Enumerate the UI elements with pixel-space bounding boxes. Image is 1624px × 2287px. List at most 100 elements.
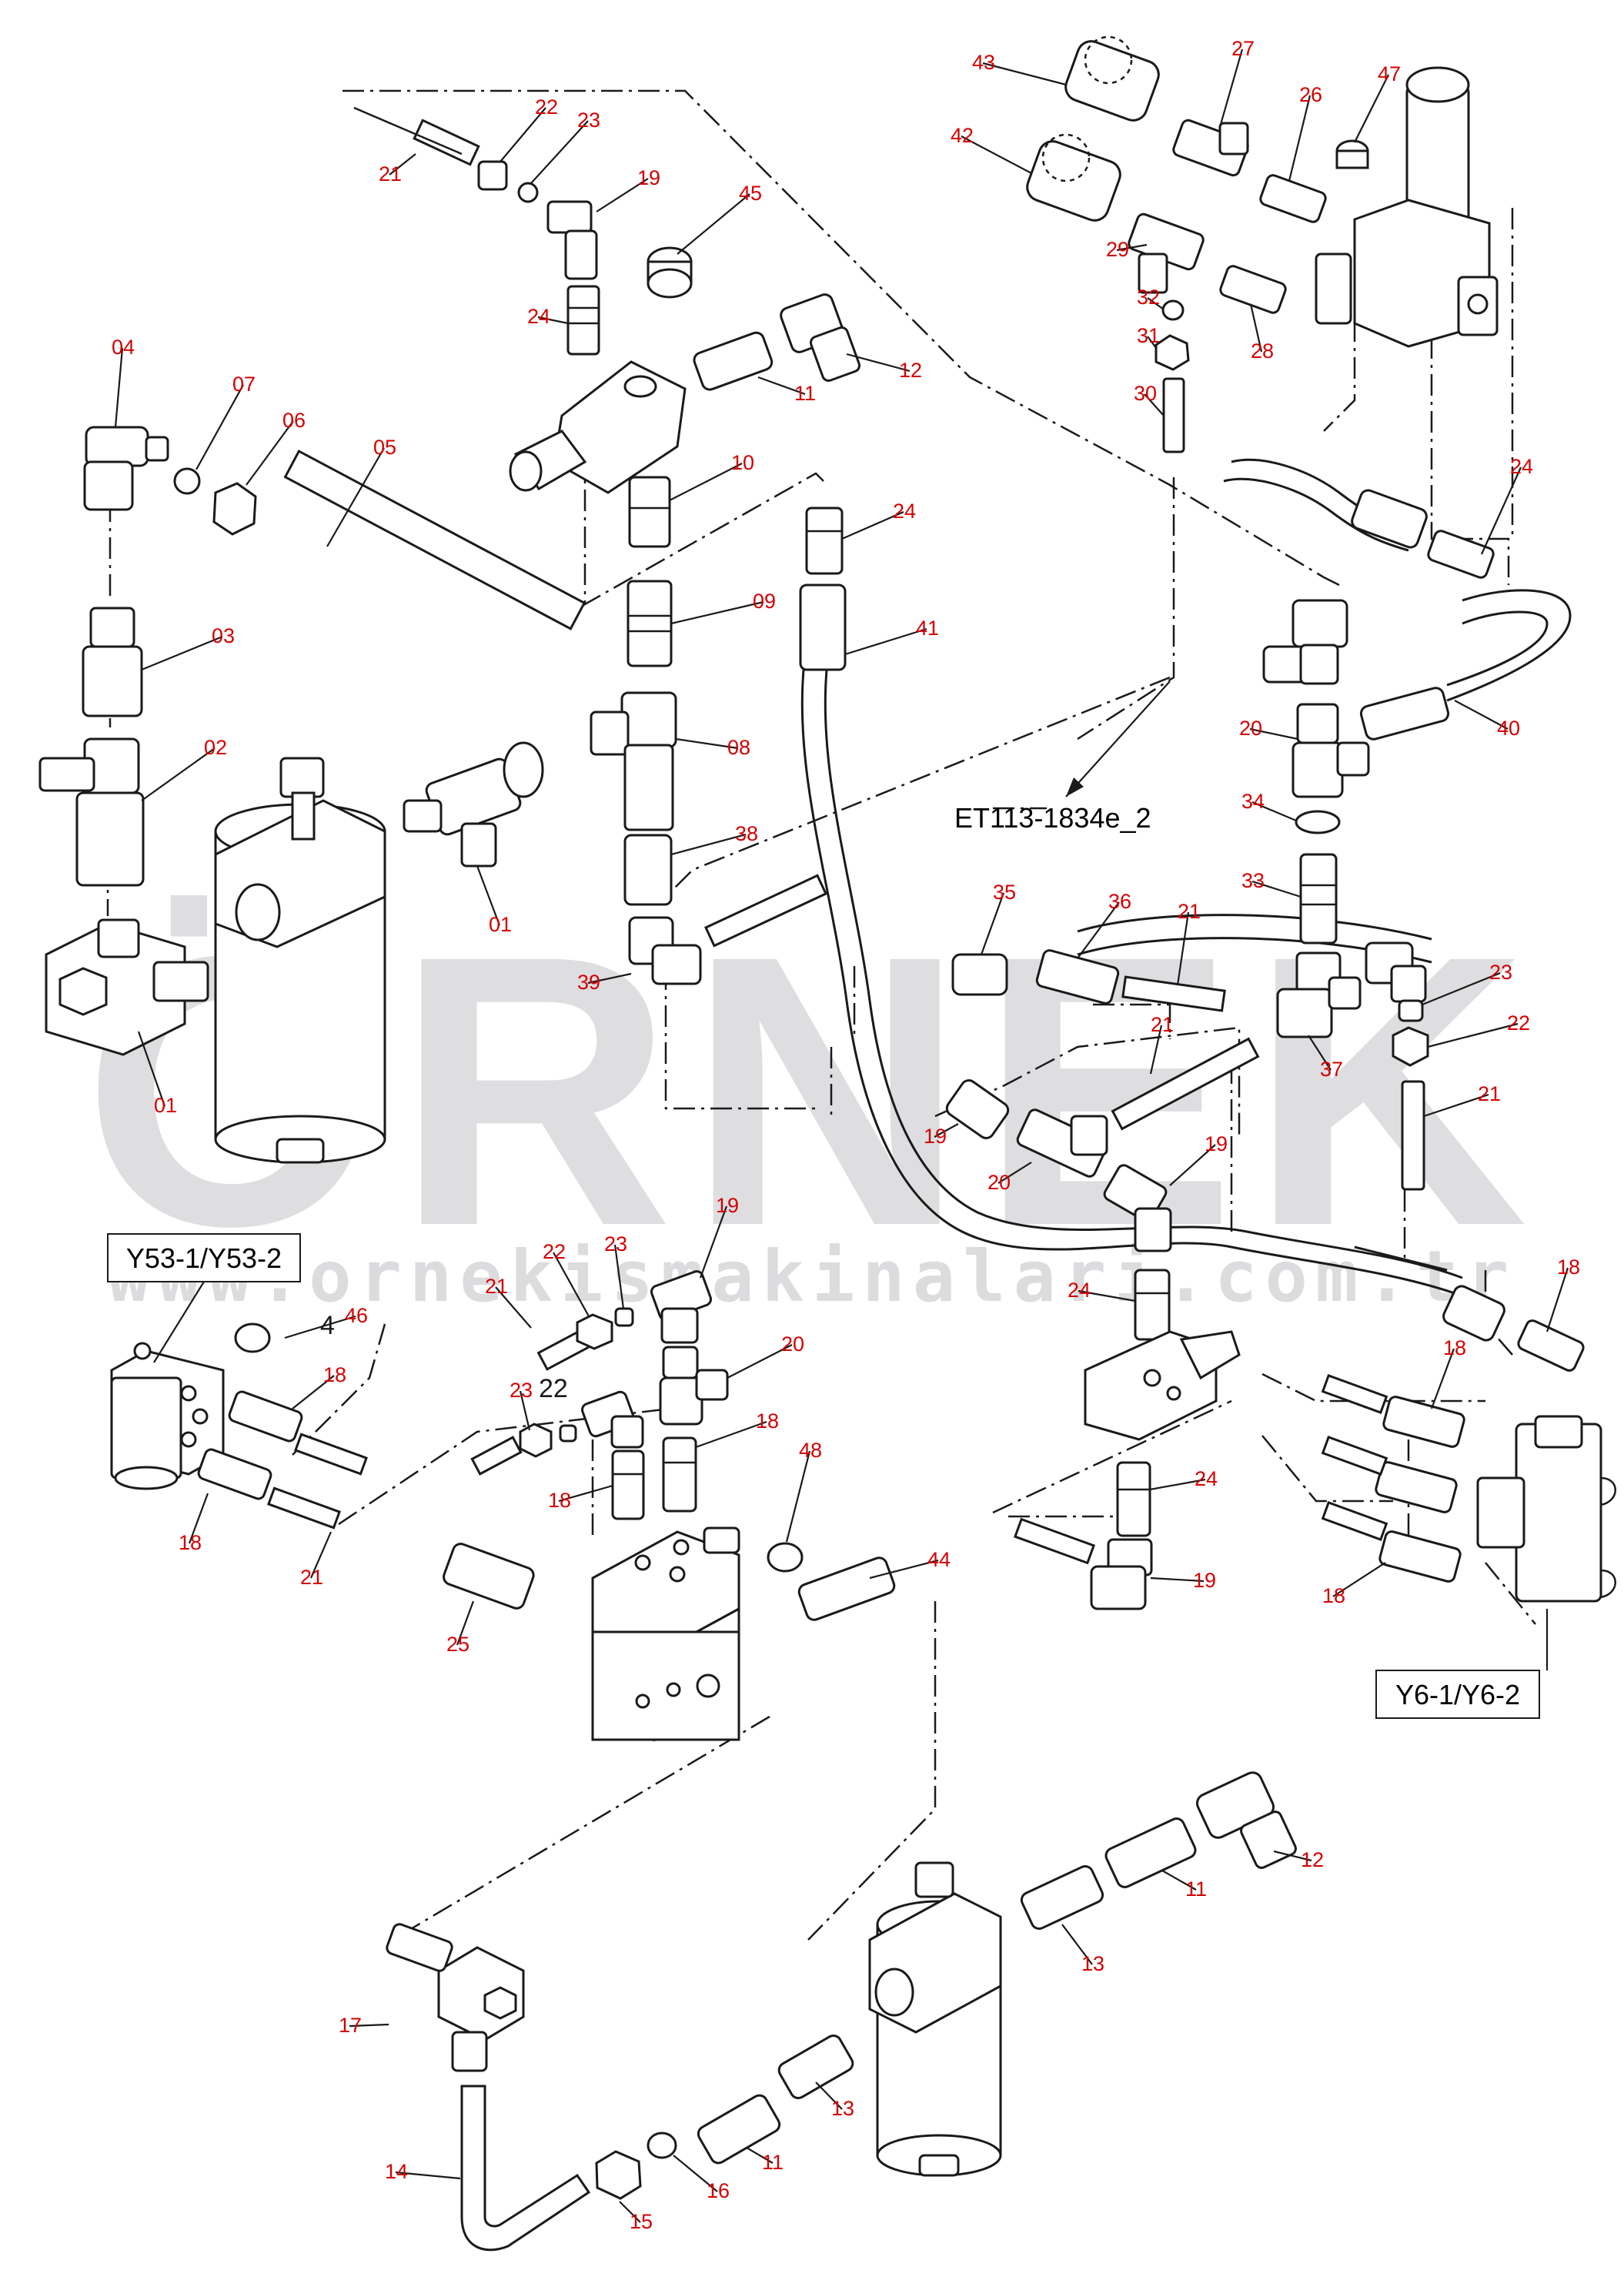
- part-tee-20-right: [1292, 703, 1370, 798]
- callout-07: 07: [232, 373, 256, 396]
- callout-20: 20: [781, 1332, 804, 1356]
- part-adapter-24-top: [566, 285, 600, 356]
- callout-47: 47: [1378, 62, 1401, 85]
- callout-leader-c23d: [519, 1390, 531, 1431]
- callout-leader-c22b: [1427, 1022, 1519, 1048]
- callout-leader-c01b: [137, 1031, 166, 1107]
- part-adapter-13-lower: [777, 2035, 854, 2099]
- callout-leader-c18f: [188, 1493, 209, 1544]
- callout-19: 19: [637, 166, 660, 189]
- callout-19: 19: [1193, 1569, 1216, 1592]
- part-nut-23-left: [519, 1423, 553, 1458]
- callout-46: 46: [345, 1304, 368, 1327]
- parts: [38, 35, 1616, 2252]
- callout-20: 20: [1239, 717, 1262, 740]
- callout-38: 38: [735, 822, 758, 845]
- callout-23: 23: [1489, 961, 1512, 984]
- callout-leader-c10: [669, 463, 743, 501]
- callout-16: 16: [707, 2179, 730, 2202]
- part-adapter-25: [443, 1543, 535, 1610]
- y6-box-label: Y6-1/Y6-2: [1395, 1679, 1520, 1710]
- callout-24: 24: [1195, 1467, 1218, 1490]
- part-ring-16: [647, 2132, 677, 2159]
- callout-leader-c44: [869, 1559, 939, 1580]
- part-elbow-19-top: [546, 200, 598, 280]
- part-elbow-12-top: [780, 293, 860, 382]
- callout-leader-c33: [1251, 880, 1302, 898]
- part-adapter-11-lower: [697, 2094, 781, 2165]
- callout-leader-c21d: [1423, 1093, 1489, 1118]
- callout-24: 24: [527, 305, 550, 328]
- callout-leader-c12a: [846, 353, 911, 373]
- callout-39: 39: [577, 971, 600, 994]
- part-tee-29: [1128, 212, 1205, 294]
- callout-21: 21: [1151, 1013, 1174, 1036]
- callout-21: 21: [300, 1566, 323, 1589]
- callout-20: 20: [987, 1171, 1011, 1194]
- callout-19: 19: [716, 1194, 739, 1217]
- part-valve-cylinder-top-right: [1315, 66, 1499, 348]
- callout-18: 18: [548, 1489, 571, 1512]
- callout-30: 30: [1134, 382, 1157, 405]
- callout-28: 28: [1251, 339, 1274, 363]
- callout-08: 08: [727, 736, 750, 759]
- callout-leader-c19c: [1169, 1144, 1216, 1186]
- callout-06: 06: [282, 409, 306, 432]
- part-gauge-43: [1064, 35, 1160, 122]
- reference-pointer: ET113-1834e_2: [954, 680, 1171, 834]
- part-adapter-18-mid-b: [611, 1449, 645, 1520]
- callout-19: 19: [924, 1125, 947, 1148]
- y53-box-label: Y53-1/Y53-2: [126, 1242, 282, 1274]
- reference-arrow-head: [1066, 777, 1084, 797]
- callout-leader-c28: [1249, 303, 1263, 353]
- callout-leader-c22a: [500, 107, 546, 162]
- callout-41: 41: [916, 617, 939, 640]
- callout-leader-c47: [1354, 74, 1389, 143]
- callout-leader-c19d: [699, 1205, 728, 1279]
- part-ring-23-right: [1398, 999, 1424, 1022]
- callout-leader-c23c: [613, 1244, 625, 1309]
- callout-leader-c14: [395, 2171, 461, 2180]
- part-tube-low-right: [1013, 1517, 1096, 1565]
- part-plug-45: [647, 246, 693, 299]
- callout-leader-c21e: [495, 1286, 532, 1329]
- part-valve-block-top: [509, 360, 687, 494]
- callout-leader-c21f: [309, 1531, 332, 1579]
- callout-33: 33: [1241, 869, 1265, 892]
- callout-leader-c21c: [1149, 1025, 1163, 1075]
- callout-leader-c24d: [1078, 1289, 1136, 1302]
- part-elbow-left-22: [581, 1390, 644, 1449]
- y53-box: Y53-1/Y53-2: [107, 1233, 301, 1363]
- callout-45: 45: [739, 182, 762, 205]
- callout-leader-c09: [670, 600, 764, 625]
- callout-03: 03: [212, 624, 235, 647]
- callout-leader-c31: [1147, 336, 1157, 349]
- callout-leader-c20c: [727, 1344, 793, 1379]
- stray-label-22: 22: [539, 1374, 568, 1403]
- callout-31: 31: [1137, 324, 1160, 347]
- part-tube-05: [283, 450, 586, 630]
- callout-37: 37: [1320, 1058, 1343, 1081]
- callout-44: 44: [927, 1548, 951, 1571]
- part-ring-left: [559, 1424, 577, 1443]
- callout-26: 26: [1299, 83, 1322, 106]
- part-nut-22-right: [1392, 1026, 1429, 1067]
- y53-box-frame: [107, 1233, 301, 1282]
- part-tube-right-c: [1321, 1501, 1388, 1541]
- part-adapter-33: [1299, 853, 1338, 945]
- callout-17: 17: [339, 2014, 362, 2037]
- callout-leader-c18a: [1545, 1267, 1569, 1332]
- callout-34: 34: [1241, 790, 1265, 813]
- callout-14: 14: [385, 2160, 408, 2183]
- callout-leader-c13a: [1061, 1924, 1093, 1965]
- part-elbow-19-mid-right: [1103, 1164, 1172, 1252]
- part-adapter-18-hose-end: [1442, 1285, 1585, 1372]
- part-nut-31: [1155, 334, 1190, 371]
- part-nut-22-mid-low: [576, 1313, 613, 1350]
- callout-13: 13: [831, 2097, 854, 2120]
- part-ring-07: [173, 467, 201, 495]
- callout-04: 04: [112, 336, 135, 359]
- callout-leader-c11c: [746, 2147, 774, 2164]
